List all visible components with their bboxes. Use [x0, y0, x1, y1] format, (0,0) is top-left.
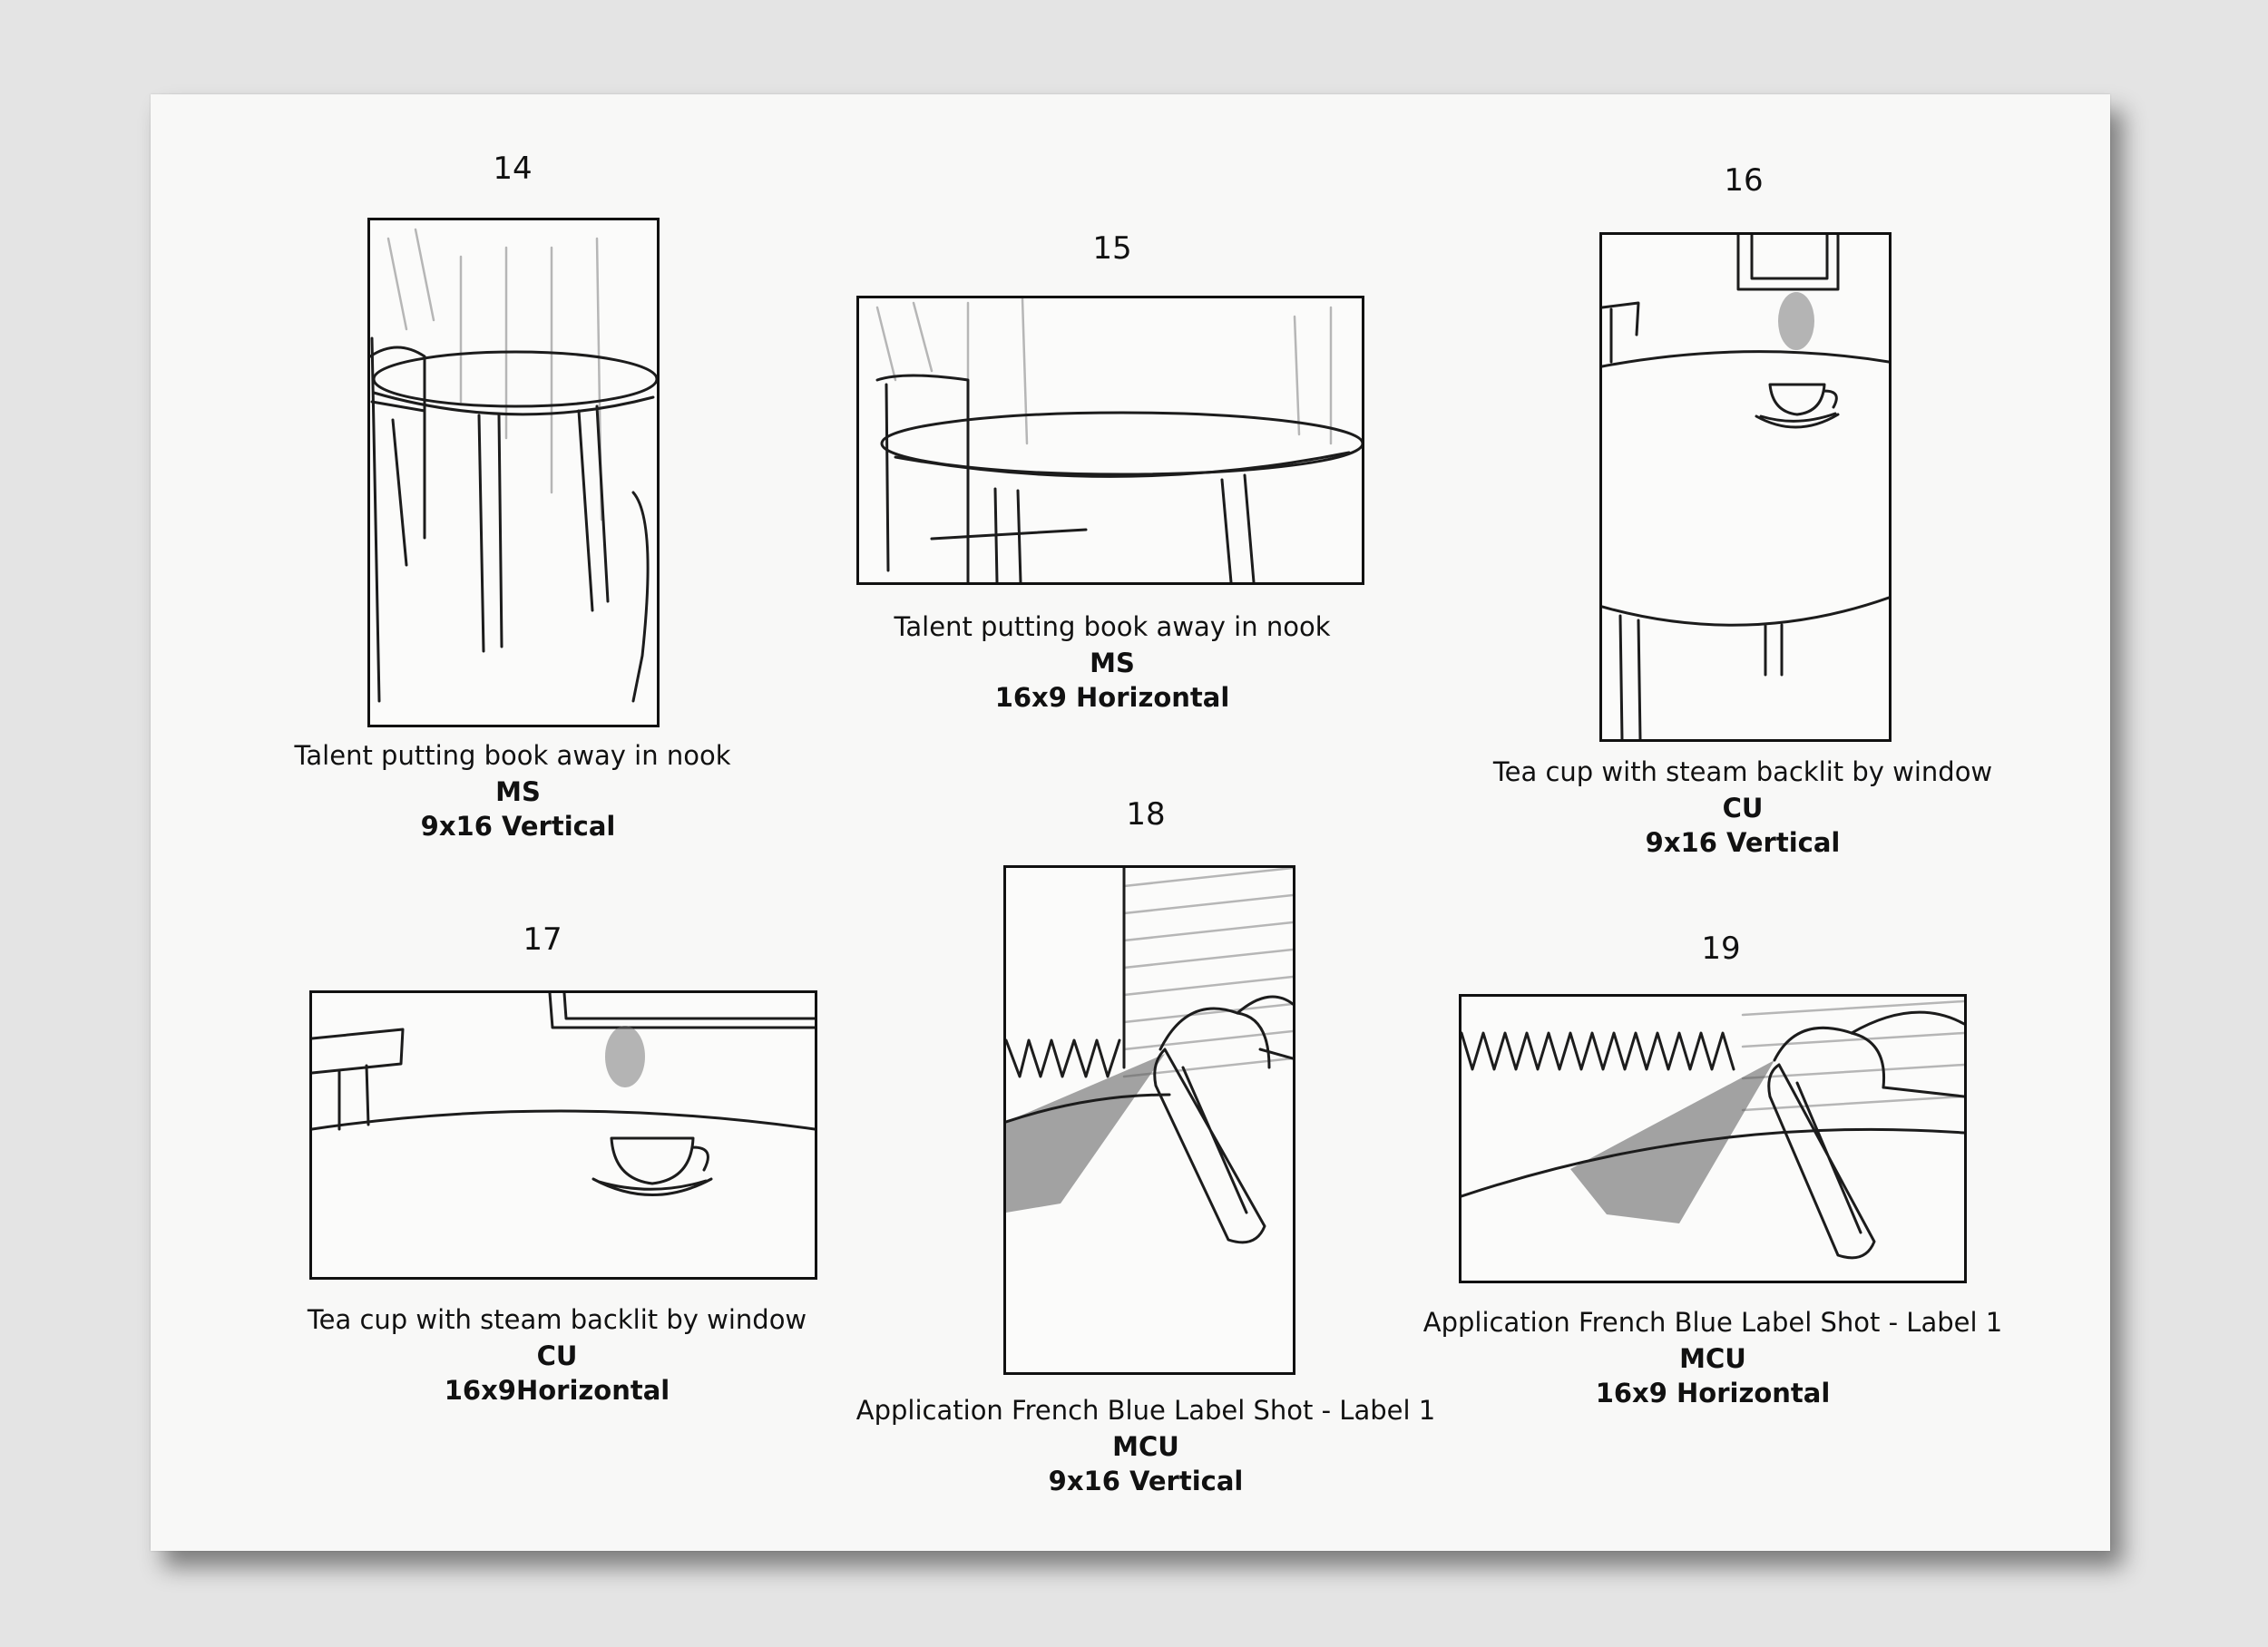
panel-17-number: 17 — [523, 921, 562, 958]
panel-15-format: 16x9 Horizontal — [994, 682, 1230, 713]
panel-17-format: 16x9Horizontal — [444, 1375, 670, 1406]
teacup-sketch — [1602, 235, 1889, 739]
panel-15-number: 15 — [1092, 230, 1132, 267]
panel-18-number: 18 — [1126, 796, 1166, 833]
table-chair-sketch — [370, 228, 657, 703]
panel-19-number: 19 — [1701, 931, 1741, 967]
panel-17-shot-type: CU — [536, 1340, 578, 1371]
panel-18-description: Application French Blue Label Shot - Lab… — [855, 1395, 1436, 1426]
panel-16-frame — [1599, 232, 1892, 742]
panel-15-description: Talent putting book away in nook — [894, 611, 1331, 642]
panel-16-format: 9x16 Vertical — [1645, 827, 1841, 858]
teacup-sketch — [312, 993, 815, 1196]
panel-17-description: Tea cup with steam backlit by window — [307, 1304, 807, 1335]
panel-18-format: 9x16 Vertical — [1048, 1466, 1244, 1496]
panel-19-shot-type: MCU — [1679, 1343, 1746, 1374]
spray-can-sketch — [1006, 868, 1293, 1244]
panel-16-shot-type: CU — [1722, 793, 1764, 824]
panel-18-shot-type: MCU — [1112, 1431, 1179, 1462]
panel-19-format: 16x9 Horizontal — [1595, 1378, 1831, 1408]
panel-16-number: 16 — [1724, 162, 1764, 199]
panel-15-frame — [856, 296, 1364, 585]
panel-14-shot-type: MS — [495, 776, 541, 807]
panel-19-description: Application French Blue Label Shot - Lab… — [1422, 1307, 2003, 1338]
panel-15-shot-type: MS — [1090, 648, 1135, 678]
panel-16-description: Tea cup with steam backlit by window — [1492, 756, 1993, 787]
panel-14-description: Talent putting book away in nook — [294, 740, 731, 771]
panel-14-format: 9x16 Vertical — [420, 811, 616, 842]
panel-17-frame — [309, 990, 817, 1280]
panel-18-frame — [1003, 865, 1295, 1375]
panel-19-frame — [1459, 994, 1967, 1283]
spray-can-sketch — [1461, 999, 1964, 1260]
table-chair-sketch — [875, 298, 1362, 582]
panel-14-number: 14 — [493, 151, 533, 187]
panel-14-frame — [367, 218, 660, 727]
storyboard-sheet: 14 Talent putting book away in nook MS 9… — [151, 94, 2110, 1551]
